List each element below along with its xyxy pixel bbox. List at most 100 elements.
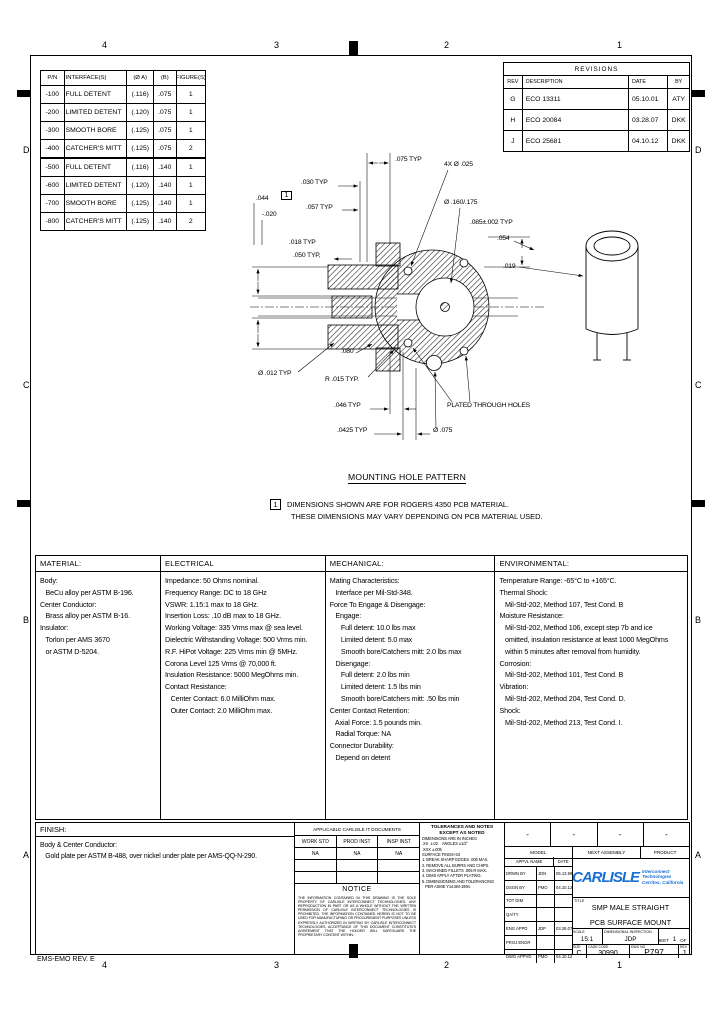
zone-letter: A [23,850,30,860]
spec-line: Center Contact Retention: [329,705,410,715]
scale-cell: SCALE 15:1 [572,929,603,944]
column-header: (Ø A) [127,71,154,85]
interface-cell: CATCHER'S MITT [65,140,128,157]
zone-number: 2 [444,960,450,970]
spec-line: Outer Contact: 2.0 MilliOhm max. [165,705,273,715]
approval-date [555,936,572,949]
column-header: MODEL [505,847,573,858]
zone-number: 3 [274,960,280,970]
tolerance-line: PER ASME Y14.5M-1994. [422,883,471,889]
approval-name: JDN [537,867,555,880]
zone-letter: B [23,615,30,625]
spec-line: Moisture Resistance: [499,611,564,621]
dimensional-inspection-cell: DIMENSIONAL INSPECTION JDP [603,929,659,944]
figure-cell: 1 [188,109,193,116]
table-row: DSGN BY PMO 04.10.12 [505,880,572,895]
title-block-right: CARLISLE Interconnect Technologies Cerri… [572,857,689,958]
dwg-number-value: P797 [644,947,664,957]
spec-line: Axial Force: 1.5 pounds min. [329,717,422,727]
by-cell: DKK [671,137,686,145]
dimension-lines [252,153,584,440]
zone-letter: D [23,145,30,155]
spec-line: Body: [40,576,58,585]
footer-revision-note: EMS-EMO REV. E [37,956,95,963]
pn-cell: -100 [41,86,65,103]
interface-cell: CATCHER'S MITT [65,213,128,230]
approval-date: 04.10.12 [556,953,572,959]
fold-mark [349,41,358,55]
dim-label: .085±.002 TYP [470,219,513,226]
size-label: SIZE [573,945,581,949]
dim-b-cell: .075 [154,86,177,103]
table-row: H ECO 20084 03.28.07 DKK [504,110,689,131]
empty-cell [295,872,337,883]
environmental-lines: Temperature Range: -65°C to +165°C.Therm… [495,572,687,728]
note-flag-icon: 1 [281,191,292,200]
spec-line: Corrosion: [499,658,532,668]
sheet-number: 1 [672,936,677,943]
dim-label: .057 TYP [306,204,333,211]
interface-cell: FULL DETENT [65,159,128,176]
rev-cell: G [504,89,523,109]
reference-cells: ---- [505,823,689,847]
dim-b-cell: .075 [154,104,177,121]
approval-name: PMO [537,880,555,894]
table-row: TOT DIM [505,894,572,909]
by-cell: ATY [672,95,686,103]
table-row: -600 LIMITED DETENT (.120) .140 1 [41,177,205,195]
zone-letter: A [695,850,702,860]
docs-value-cell: NA [337,848,379,859]
approval-date: 03.28.07 [556,926,572,932]
size-value: C [576,950,582,957]
approval-label: PROJ ENGR [505,935,537,949]
dim-label: .018 TYP [289,239,316,246]
spec-line: Gold plate per ASTM B-488, over nickel u… [40,853,257,860]
description-cell: ECO 25681 [523,131,629,151]
dim-b-cell: .140 [154,213,177,230]
spec-line: Dielectric Withstanding Voltage: 500 Vrm… [165,634,308,644]
approvals-header: APPVL NAME DATE [505,857,572,867]
dim-label: Ø .075 [433,427,453,434]
spec-sections: MATERIAL: Body: BeCu alloy per ASTM B-19… [35,555,688,820]
column-header: PRODUCT [653,850,677,855]
dim-label: -.020 [262,211,277,218]
dim-label: R .015 TYP. [325,376,359,383]
cage-code-value: 30990 [598,950,618,957]
hatched-pads [327,242,490,372]
environmental-section: ENVIRONMENTAL: Temperature Range: -65°C … [495,556,687,819]
zone-letter: C [695,380,702,390]
approval-date [555,895,572,908]
dim-a-cell: (.120) [127,104,154,121]
rev-cell: REV J [679,945,689,958]
spec-line: Full detent: 10.0 lbs max [329,623,416,633]
pn-cell: -300 [41,122,65,139]
spec-line: Connector Durability: [329,741,394,751]
scale-row: SCALE 15:1 DIMENSIONAL INSPECTION JDP SH… [572,929,689,945]
tolerances-lines: DIMENSIONS ARE IN INCHES.XX ±.02 ANGLES … [420,836,504,889]
spec-line: within 5 minutes after removal from humi… [499,646,641,656]
mechanical-lines: Mating Characteristics: Interface per Mi… [326,572,495,764]
by-cell: DKK [671,116,686,124]
dim-a-cell: (.125) [127,122,154,139]
spec-line: Corona Level 125 Vrms @ 70,000 ft. [165,658,277,668]
spec-line: Disengage: [329,658,371,668]
table-row [295,860,419,872]
figure-cell: 2 [188,218,193,225]
pn-cell: -500 [41,159,65,176]
spec-line: Smooth bore/Catchers mitt: .50 lbs min [329,693,460,703]
applicable-documents-table: APPLICABLE CARLISLE IT DOCUMENTS WORK ST… [295,822,420,955]
reference-cell: - [665,830,668,839]
approval-label: DRWN BY [505,867,537,880]
table-row: PROJ ENGR [505,935,572,950]
spec-line: Insulator: [40,623,69,633]
reference-cell: - [598,823,644,846]
interface-cell: SMOOTH BORE [65,195,128,212]
mechanical-section: MECHANICAL: Mating Characteristics: Inte… [325,556,496,819]
dim-b-cell: .140 [154,195,177,212]
dim-label: PLATED THROUGH HOLES [447,402,530,409]
scale-value: 15:1 [580,936,594,943]
dim-a-cell: (.120) [127,177,154,194]
table-row: J ECO 25681 04.10.12 DKK [504,131,689,151]
